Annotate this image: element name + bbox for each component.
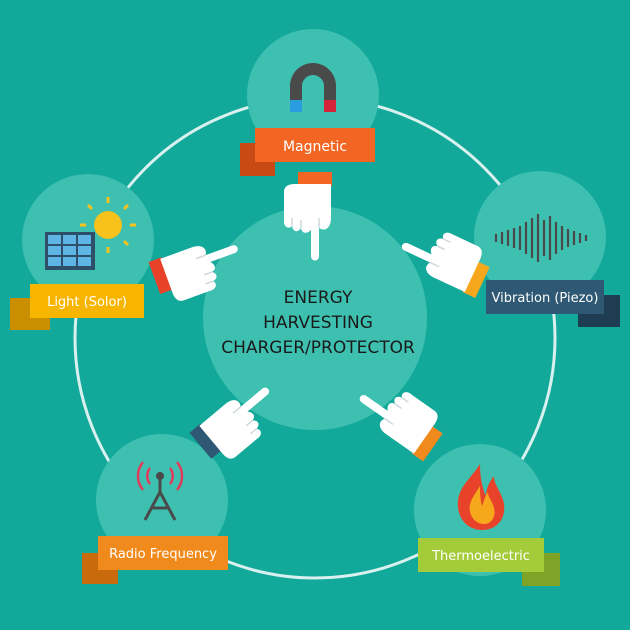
label-vibration: Vibration (Piezo) <box>492 291 599 306</box>
label-thermo: Thermoelectric <box>431 549 530 564</box>
ribbon-vibration <box>486 280 604 314</box>
label-radio: Radio Frequency <box>109 547 217 562</box>
flame-icon <box>457 464 505 530</box>
center-line-1: ENERGY <box>284 288 353 308</box>
hand-vibration <box>394 216 490 298</box>
node-light: Light (Solor) <box>10 174 249 330</box>
hand-thermo <box>350 370 443 462</box>
antenna-icon <box>136 461 184 521</box>
ribbon-thermo <box>418 538 544 572</box>
center-line-3: CHARGER/PROTECTOR <box>221 338 415 358</box>
ribbon-radio <box>98 536 228 570</box>
center-line-2: HARVESTING <box>263 313 373 333</box>
label-light: Light (Solor) <box>47 295 127 310</box>
sun-icon <box>80 197 136 253</box>
node-circle-vibration <box>474 171 606 303</box>
ribbon-magnetic <box>255 128 375 162</box>
sound-wave-icon <box>494 214 588 262</box>
node-radio: Radio Frequency <box>82 375 289 584</box>
label-magnetic: Magnetic <box>283 139 347 155</box>
hand-radio <box>189 375 289 463</box>
magnet-icon <box>290 63 336 112</box>
solar-panel-icon <box>45 232 95 270</box>
node-circle-radio <box>96 434 228 566</box>
ribbon-light <box>30 284 144 318</box>
node-vibration: Vibration (Piezo) <box>394 171 620 327</box>
hand-light <box>148 231 249 304</box>
hand-magnetic <box>283 172 332 262</box>
node-thermo: Thermoelectric <box>350 370 560 586</box>
node-magnetic: Magnetic <box>240 29 379 262</box>
center-circle <box>203 206 427 430</box>
